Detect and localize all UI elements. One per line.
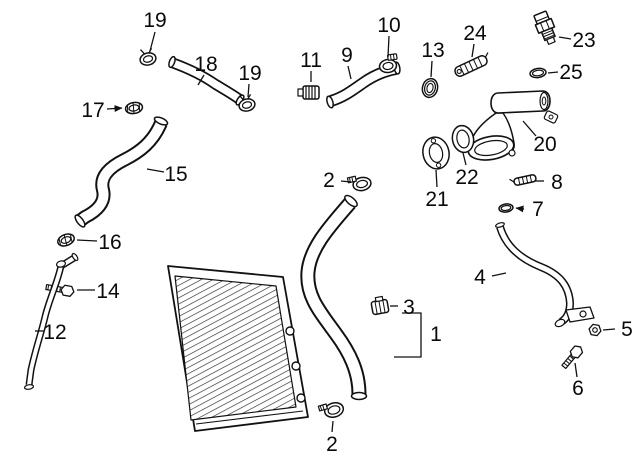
leader-5 xyxy=(602,328,616,331)
radiator-mount-hole xyxy=(285,326,295,336)
leader-2-upper xyxy=(340,180,352,183)
leader-21 xyxy=(435,169,438,188)
coolant-pipe-12 xyxy=(23,252,79,390)
callout-13[interactable]: 13 xyxy=(421,39,444,62)
callout-2-upper[interactable]: 2 xyxy=(323,169,335,192)
callout-9[interactable]: 9 xyxy=(341,44,353,67)
callout-12[interactable]: 12 xyxy=(43,321,66,344)
callout-11[interactable]: 11 xyxy=(300,49,322,72)
callout-2-lower[interactable]: 2 xyxy=(326,433,338,456)
grommet-13 xyxy=(421,77,439,99)
callout-14[interactable]: 14 xyxy=(96,280,120,303)
callout-23[interactable]: 23 xyxy=(572,29,595,52)
hose-clamp-2-lower xyxy=(317,402,345,418)
hose-clamp-2-upper xyxy=(346,175,372,192)
callout-7[interactable]: 7 xyxy=(532,198,544,221)
thermostat-housing-20 xyxy=(466,90,559,161)
leader-22 xyxy=(462,152,467,166)
callout-8[interactable]: 8 xyxy=(551,171,563,194)
leader-19-right xyxy=(247,83,250,98)
leader-6 xyxy=(574,362,578,378)
callout-15[interactable]: 15 xyxy=(164,163,187,186)
leader-23 xyxy=(558,36,572,40)
leader-16 xyxy=(76,239,98,242)
hose-clamp-16 xyxy=(57,233,75,247)
callout-labels: 19 18 19 17 10 11 9 13 24 23 25 20 15 2 … xyxy=(43,9,633,456)
coolant-pipe-4 xyxy=(495,222,595,328)
leader-2-lower xyxy=(331,420,334,433)
nut-5 xyxy=(588,323,602,337)
callout-21[interactable]: 21 xyxy=(425,188,448,211)
callout-19-upper-right[interactable]: 19 xyxy=(238,62,261,85)
gasket-22 xyxy=(451,124,475,154)
callout-18[interactable]: 18 xyxy=(194,53,217,76)
callout-19-upper-left[interactable]: 19 xyxy=(143,9,166,32)
leader-9 xyxy=(347,65,352,80)
bracket-24 xyxy=(454,52,489,77)
hose-clamp-19-left xyxy=(139,48,157,66)
callout-1[interactable]: 1 xyxy=(430,323,442,346)
leader-4 xyxy=(491,272,507,277)
callout-10[interactable]: 10 xyxy=(377,14,400,37)
leader-lines xyxy=(35,31,616,433)
radiator-mount-hole xyxy=(296,393,306,403)
callout-16[interactable]: 16 xyxy=(98,231,121,254)
hose-clamp-17 xyxy=(124,101,144,115)
hose-bracket-3 xyxy=(370,295,390,316)
callout-4[interactable]: 4 xyxy=(474,266,486,289)
callout-5[interactable]: 5 xyxy=(621,318,633,341)
callout-3[interactable]: 3 xyxy=(403,296,415,319)
leader-1-bracket xyxy=(394,312,422,358)
leader-18 xyxy=(197,74,205,86)
radiator-mount-hole xyxy=(291,361,301,371)
leader-13 xyxy=(430,60,433,78)
leader-7 xyxy=(515,205,525,213)
leader-10 xyxy=(387,35,390,58)
leader-17 xyxy=(106,105,123,112)
radiator xyxy=(167,265,309,432)
o-ring-25 xyxy=(529,67,547,79)
callout-6[interactable]: 6 xyxy=(572,377,584,400)
hose-clamp-10 xyxy=(378,53,398,74)
callout-17[interactable]: 17 xyxy=(81,99,104,122)
callout-25[interactable]: 25 xyxy=(559,61,582,84)
leader-19-left xyxy=(149,31,156,52)
o-ring-7 xyxy=(498,203,514,213)
leader-25 xyxy=(547,71,559,74)
callout-22[interactable]: 22 xyxy=(455,166,478,189)
upper-radiator-hose-15 xyxy=(74,116,169,228)
leader-15 xyxy=(146,168,165,173)
callout-24[interactable]: 24 xyxy=(463,22,487,45)
retaining-clip-8 xyxy=(509,174,537,186)
leader-24 xyxy=(471,43,475,58)
hose-clamp-19-right xyxy=(238,94,256,112)
gasket-21 xyxy=(422,136,450,170)
connector-11 xyxy=(297,85,320,100)
lower-radiator-hose-1 xyxy=(300,194,368,401)
coolant-temp-sensor-23 xyxy=(533,10,556,45)
leader-20 xyxy=(522,120,537,137)
bolt-6 xyxy=(561,345,584,370)
callout-20[interactable]: 20 xyxy=(533,133,556,156)
